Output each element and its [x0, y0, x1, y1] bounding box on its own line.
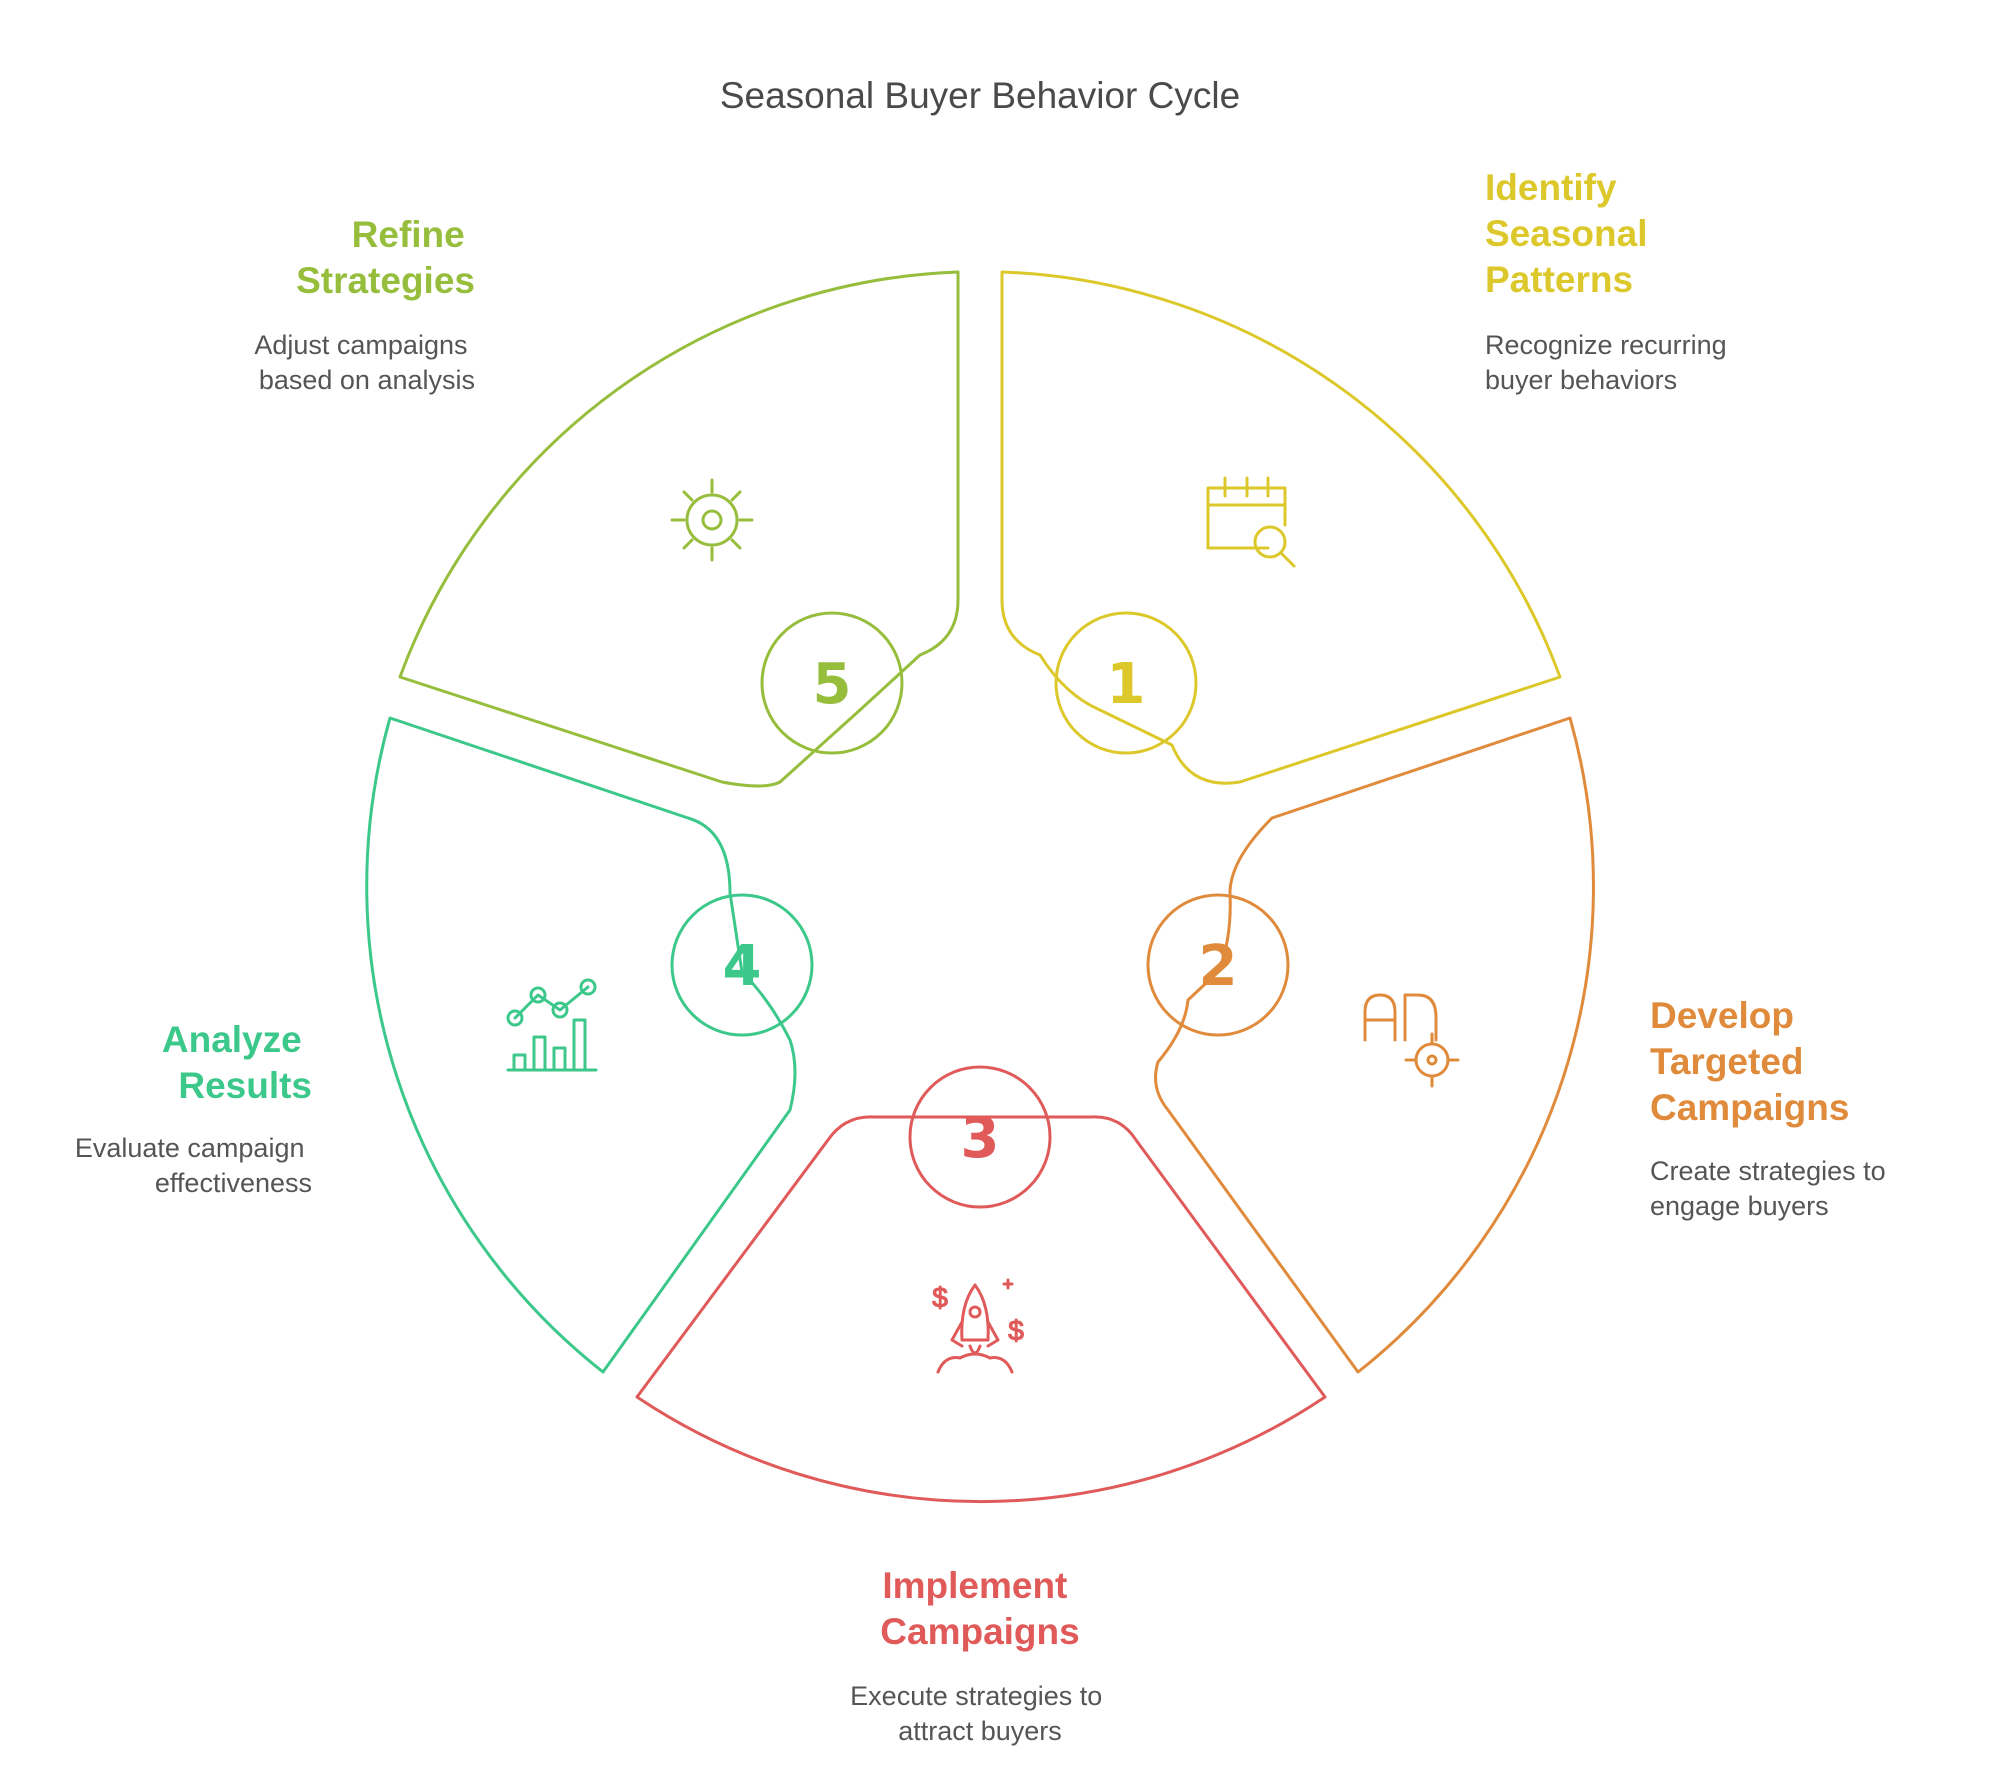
step-2-desc-line-1: Create strategies to	[1650, 1156, 1886, 1186]
segment-2-outline	[1154, 716, 1595, 1374]
svg-text:Recognize recurring buye: Recognize recurring buyer behaviors	[1485, 330, 1734, 395]
step-2-desc-line-2: engage buyers	[1650, 1191, 1829, 1221]
step-3-title-line-1: Implement	[882, 1565, 1067, 1606]
step-2-title-line-3: Campaigns	[1650, 1087, 1849, 1128]
step-1-label: Identify Seasonal Patterns Recognize rec…	[1485, 167, 1734, 395]
segment-4-outline	[365, 716, 797, 1374]
gear-icon	[670, 478, 754, 562]
step-4-number: 4	[723, 934, 762, 999]
svg-text:Execute strategies to at: Execute strategies to attract buyers	[850, 1681, 1110, 1746]
segment-5-outline	[398, 270, 960, 788]
step-2-label: Develop Targeted Campaigns Create strate…	[1650, 995, 1893, 1221]
svg-text:Develop Targeted C: Develop Targeted Campaigns	[1650, 995, 1849, 1128]
svg-text:Adjust campaigns based o: Adjust campaigns based on analysis	[254, 330, 475, 395]
step-4-title-line-2: Results	[178, 1065, 312, 1106]
step-1-title-line-2: Seasonal	[1485, 213, 1647, 254]
ad-target-icon	[1363, 993, 1460, 1088]
step-2-number: 2	[1199, 934, 1238, 999]
step-3-number: 3	[961, 1106, 1000, 1171]
step-5-label: Refine Strategies Adjust campaigns based…	[254, 214, 475, 395]
step-4-desc-line-1: Evaluate campaign	[75, 1133, 305, 1163]
svg-text:Implement Campaigns: Implement Campaigns	[880, 1565, 1079, 1652]
step-3-desc-line-1: Execute strategies to	[850, 1681, 1102, 1711]
segment-3-outline	[635, 1115, 1327, 1504]
step-5-desc-line-2: based on analysis	[259, 365, 475, 395]
step-3-title-line-2: Campaigns	[880, 1611, 1079, 1652]
step-1-title-line-1: Identify	[1485, 167, 1617, 208]
step-2-title-line-1: Develop	[1650, 995, 1794, 1036]
step-4-label: Analyze Results Evaluate campaign effect…	[75, 1019, 312, 1198]
step-4-number-badge: 4	[670, 893, 814, 1037]
step-2-number-badge: 2	[1146, 893, 1290, 1037]
segment-1-outline	[1000, 270, 1562, 785]
svg-text:Evaluate campaign effect: Evaluate campaign effectiveness	[75, 1133, 312, 1198]
step-3-desc-line-2: attract buyers	[898, 1716, 1062, 1746]
step-1-desc-line-2: buyer behaviors	[1485, 365, 1677, 395]
rocket-money-icon: $ $	[932, 1278, 1025, 1374]
step-1-desc-line-1: Recognize recurring	[1485, 330, 1727, 360]
step-5-title-line-1: Refine	[352, 214, 465, 255]
step-3-label: Implement Campaigns Execute strategies t…	[850, 1565, 1110, 1746]
step-5-number-badge: 5	[760, 611, 904, 755]
svg-text:Create strategies to eng: Create strategies to engage buyers	[1650, 1156, 1893, 1221]
step-1-number-badge: 1	[1054, 611, 1198, 755]
calendar-search-icon	[1206, 476, 1296, 568]
step-5-number: 5	[813, 652, 852, 717]
step-4-desc-line-2: effectiveness	[155, 1168, 312, 1198]
step-5-title-line-2: Strategies	[296, 260, 475, 301]
svg-text:Refine Strategies: Refine Strategies	[296, 214, 475, 301]
diagram-title: Seasonal Buyer Behavior Cycle	[720, 75, 1240, 116]
svg-text:Identify Seasonal: Identify Seasonal Patterns	[1485, 167, 1658, 300]
chart-analytics-icon	[506, 978, 598, 1072]
step-5-desc-line-1: Adjust campaigns	[254, 330, 467, 360]
svg-text:Analyze Results: Analyze Results	[162, 1019, 312, 1106]
step-4-title-line-1: Analyze	[162, 1019, 302, 1060]
step-3-number-badge: 3	[908, 1065, 1052, 1209]
step-1-number: 1	[1107, 652, 1146, 717]
step-1-title-line-3: Patterns	[1485, 259, 1633, 300]
svg-text:$: $	[1008, 1315, 1024, 1346]
svg-text:$: $	[932, 1282, 948, 1313]
step-2-title-line-2: Targeted	[1650, 1041, 1804, 1082]
